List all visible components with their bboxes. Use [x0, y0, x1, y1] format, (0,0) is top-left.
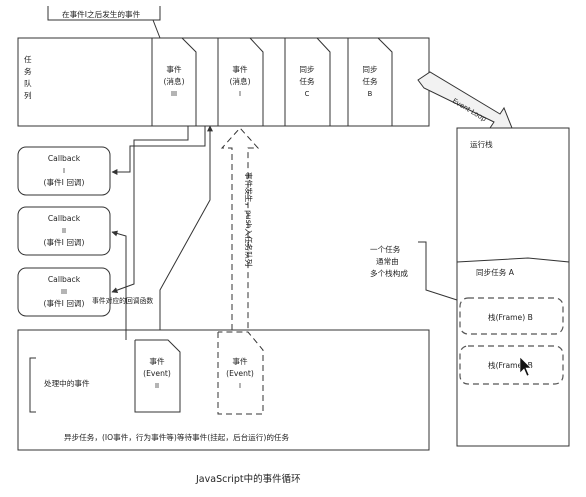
- push-arrow: 事件发生，push入任务队列: [220, 127, 260, 331]
- callback-box-1: [17, 146, 111, 196]
- processing-event-i-line-2: (Event): [226, 369, 254, 378]
- queue-label-1: 任: [24, 54, 32, 64]
- processing-event-ii-line-1: 事件: [149, 356, 165, 366]
- queue-item-sync-c: 同步 任务 C: [284, 37, 331, 127]
- queue-item-event-i: 事件 (消息) I: [217, 37, 264, 127]
- processing-footer: 异步任务，(IO事件，行为事件等)等待事件(挂起，后台运行)的任务: [64, 432, 290, 442]
- stack-frame-2-label: 栈(Frame) B: [488, 360, 533, 370]
- callback-annotation: 事件对应的回调函数: [92, 296, 153, 305]
- queue-item-i-line-1: 事件: [232, 64, 248, 74]
- callback-1-line-3: (事件I 回调): [44, 177, 85, 187]
- queue-item-b-line-3: B: [368, 90, 373, 98]
- callback-1-line-1: Callback: [48, 154, 81, 163]
- processing-area: 处理中的事件 事件 (Event) II 事件 (Event) I 异步任务，(…: [17, 329, 430, 451]
- queue-item-c-line-2: 任务: [299, 76, 315, 86]
- processing-label: 处理中的事件: [44, 378, 90, 388]
- processing-event-ii-line-2: (Event): [143, 369, 171, 378]
- queue-item-c-line-1: 同步: [299, 65, 315, 74]
- connectors: [111, 125, 213, 340]
- processing-event-ii-line-3: II: [155, 382, 159, 390]
- runtime-annotation-2: 通常由: [376, 256, 399, 266]
- mouse-cursor-icon: [519, 356, 532, 377]
- task-queue: 任 务 队 列 事件 (消息) III 事件 (消息) I 同步 任务 C 同步: [17, 37, 430, 127]
- queue-item-i-line-3: I: [239, 90, 241, 98]
- diagram-caption: JavaScript中的事件循环: [195, 473, 301, 485]
- runtime-annotation-3: 多个栈构成: [370, 268, 408, 278]
- callback-2-line-1: Callback: [48, 214, 81, 223]
- callback-2-line-3: (事件I 回调): [44, 237, 85, 247]
- push-annotation: 事件发生，push入任务队列: [244, 172, 254, 267]
- callback-3-line-3: (事件I 回调): [44, 298, 85, 308]
- stack-frame-2: [459, 345, 564, 385]
- queue-item-b-line-1: 同步: [362, 65, 378, 74]
- processing-event-i-line-1: 事件: [232, 356, 248, 366]
- queue-item-b-line-2: 任务: [362, 76, 378, 86]
- queue-item-iii-line-3: III: [171, 90, 177, 98]
- queue-item-iii-line-2: (消息): [163, 76, 184, 86]
- queue-item-i-line-2: (消息): [229, 76, 250, 86]
- processing-event-i-line-3: I: [239, 382, 241, 390]
- queue-item-sync-b: 同步 任务 B: [347, 37, 393, 127]
- processing-event-ii: 事件 (Event) II: [134, 339, 181, 413]
- callback-3-line-2: III: [61, 288, 67, 296]
- processing-event-i: 事件 (Event) I: [217, 331, 264, 415]
- queue-item-event-iii: 事件 (消息) III: [151, 37, 197, 127]
- callback-1-line-2: I: [63, 167, 65, 175]
- callback-2-line-2: II: [62, 227, 66, 235]
- stack-frame-1-label: 栈(Frame) B: [488, 312, 533, 322]
- queue-label-2: 务: [24, 66, 32, 76]
- callback-box-3: [17, 267, 111, 317]
- top-annotation-text: 在事件I之后发生的事件: [62, 9, 141, 19]
- runtime-task-label: 同步任务 A: [476, 267, 515, 277]
- runtime-stack-title: 运行栈: [470, 139, 493, 149]
- callback-list: Callback I (事件I 回调) Callback II (事件I 回调)…: [17, 146, 153, 317]
- runtime-annotation-1: 一个任务: [370, 244, 401, 254]
- top-annotation: 在事件I之后发生的事件: [47, 6, 161, 39]
- queue-label-3: 队: [24, 79, 32, 88]
- stack-frame-1: [459, 297, 564, 335]
- event-loop-arrow: Event Loop: [417, 71, 513, 129]
- queue-label-4: 列: [24, 90, 32, 100]
- callback-box-2: [17, 206, 111, 256]
- queue-item-c-line-3: C: [305, 90, 310, 98]
- runtime-stack: 运行栈 同步任务 A 栈(Frame) B 栈(Frame) B 一个任务 通常…: [370, 127, 570, 447]
- callback-3-line-1: Callback: [48, 275, 81, 284]
- queue-item-iii-line-1: 事件: [166, 64, 182, 74]
